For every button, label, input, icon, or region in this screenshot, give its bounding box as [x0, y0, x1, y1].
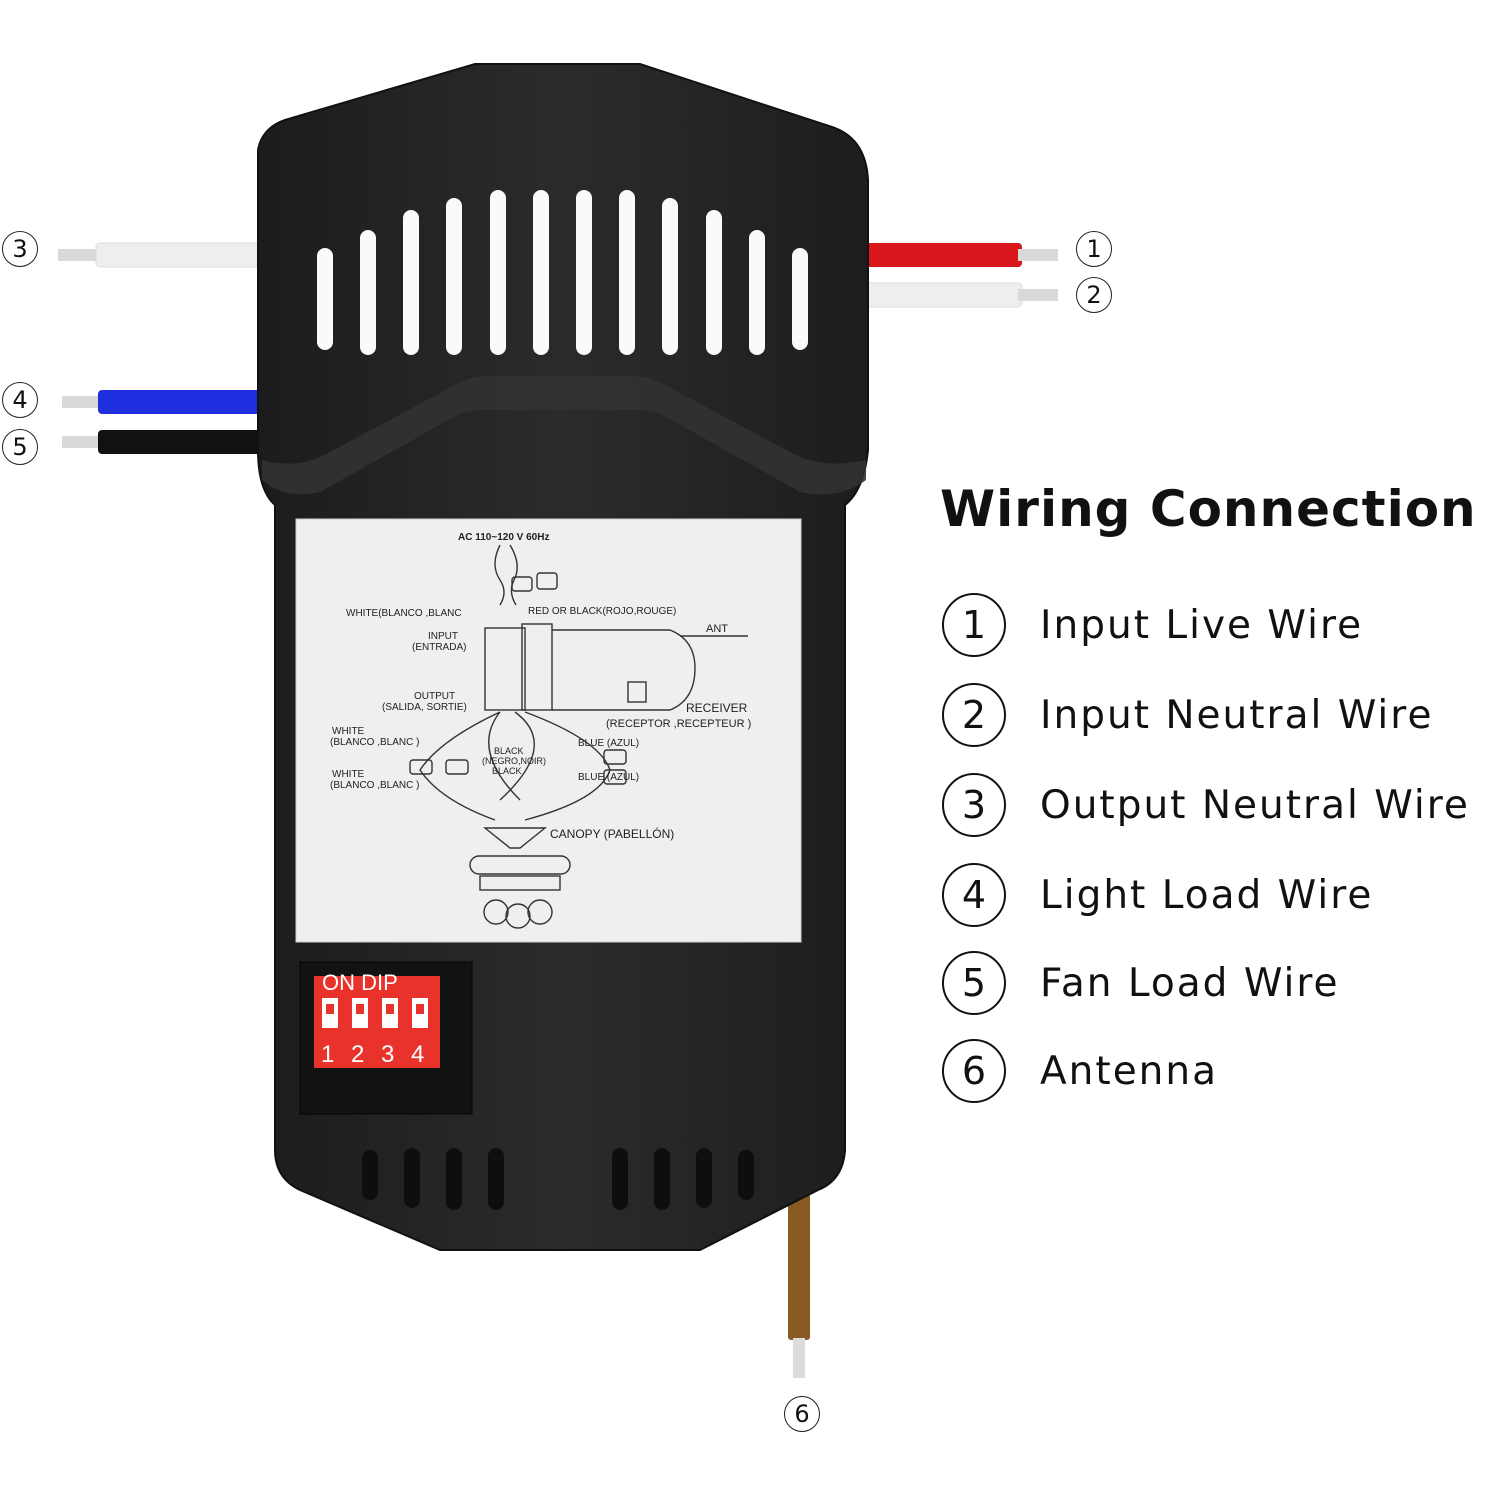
label-white-2-es: (BLANCO ,BLANC ) [330, 780, 419, 791]
legend-label: Input Live Wire [1040, 602, 1364, 648]
marker-5: 5 [2, 429, 38, 465]
bottom-vents [362, 1148, 754, 1210]
legend-label: Input Neutral Wire [1040, 692, 1434, 738]
legend-number: 1 [942, 593, 1006, 657]
output-neutral-wire-tip [58, 249, 98, 261]
label-red-black: RED OR BLACK(ROJO,ROUGE) [528, 606, 676, 617]
legend-number: 5 [942, 951, 1006, 1015]
label-white-2: WHITE [332, 769, 365, 780]
legend-label: Antenna [1040, 1048, 1219, 1094]
marker-1: 1 [1076, 231, 1112, 267]
label-blue-2: BLUE (AZUL) [578, 772, 639, 783]
legend-item-output-neutral: 3 Output Neutral Wire [942, 770, 1470, 840]
label-white-1-es: (BLANCO ,BLANC ) [330, 737, 419, 748]
legend-label: Fan Load Wire [1040, 960, 1340, 1006]
label-input-es: (ENTRADA) [412, 642, 466, 653]
label-receiver: RECEIVER [686, 701, 748, 715]
input-neutral-wire [861, 282, 1023, 308]
label-canopy: CANOPY (PABELLÓN) [550, 826, 674, 841]
label-black-es: (NEGRO,NOIR) [482, 756, 546, 766]
fan-load-wire-tip [62, 436, 102, 448]
label-receiver-es: (RECEPTOR ,RECEPTEUR ) [606, 718, 751, 730]
marker-3: 3 [2, 231, 38, 267]
legend-item-input-neutral: 2 Input Neutral Wire [942, 680, 1433, 750]
dip-switch-number-3: 3 [381, 1041, 394, 1068]
legend-item-antenna: 6 Antenna [942, 1036, 1218, 1106]
label-white-input: WHITE(BLANCO ,BLANC [346, 608, 462, 619]
label-black: BLACK [494, 746, 524, 756]
legend-item-input-live: 1 Input Live Wire [942, 590, 1363, 660]
input-live-wire [862, 243, 1022, 267]
legend-item-light-load: 4 Light Load Wire [942, 860, 1373, 930]
dip-switch-number-1: 1 [321, 1041, 334, 1068]
label-power: AC 110~120 V 60Hz [458, 532, 549, 543]
output-neutral-wire [95, 242, 261, 268]
legend-item-fan-load: 5 Fan Load Wire [942, 948, 1340, 1018]
sticker-schematic [409, 544, 748, 929]
label-output-es: (SALIDA, SORTIE) [382, 702, 467, 713]
label-white-1: WHITE [332, 726, 365, 737]
dip-switch-levers [322, 998, 428, 1028]
label-black-2: BLACK [492, 766, 522, 776]
light-load-wire-tip [62, 396, 102, 408]
dip-switch-header: ON DIP [322, 970, 398, 995]
wiring-label-sticker [295, 518, 802, 943]
legend-number: 4 [942, 863, 1006, 927]
dip-switch-number-4: 4 [411, 1041, 424, 1068]
top-vents [317, 190, 808, 355]
marker-6: 6 [784, 1396, 820, 1432]
input-neutral-wire-tip [1018, 289, 1058, 301]
fan-load-wire [98, 430, 264, 454]
label-ant: ANT [706, 623, 728, 635]
legend-title: Wiring Connection [940, 480, 1477, 538]
dip-switch-number-2: 2 [351, 1041, 364, 1068]
antenna-wire-tip [793, 1338, 805, 1378]
marker-4: 4 [2, 382, 38, 418]
label-output: OUTPUT [414, 691, 455, 702]
legend-number: 6 [942, 1039, 1006, 1103]
label-blue-1: BLUE (AZUL) [578, 738, 639, 749]
legend-label: Light Load Wire [1040, 872, 1374, 918]
legend-number: 3 [942, 773, 1006, 837]
label-input: INPUT [428, 631, 458, 642]
marker-2: 2 [1076, 277, 1112, 313]
sticker-text: AC 110~120 V 60Hz WHITE(BLANCO ,BLANC RE… [330, 532, 751, 841]
antenna-wire [788, 1180, 810, 1340]
input-live-wire-tip [1018, 249, 1058, 261]
legend-number: 2 [942, 683, 1006, 747]
legend-label: Output Neutral Wire [1040, 782, 1470, 828]
housing-ridge [262, 376, 866, 495]
light-load-wire [98, 390, 264, 414]
